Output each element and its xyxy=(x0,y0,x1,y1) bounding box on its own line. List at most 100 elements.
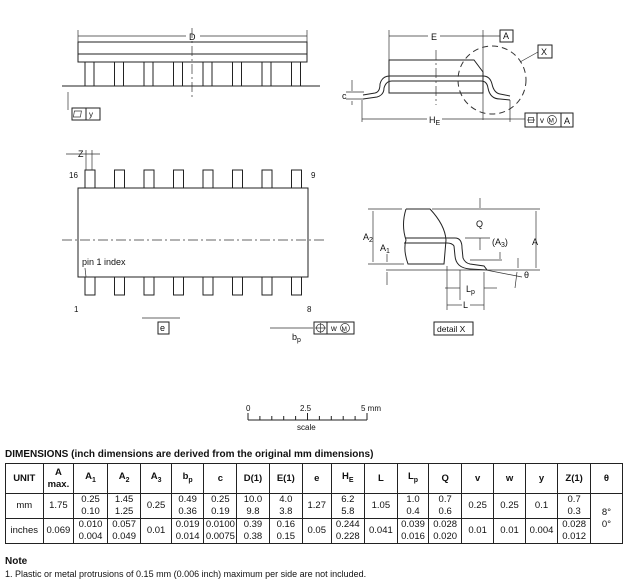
bottom-lead xyxy=(202,276,214,296)
side-lead xyxy=(291,61,301,87)
cell-value: 0.039 xyxy=(401,519,425,530)
dim-HE: HE xyxy=(429,115,441,127)
side-lead xyxy=(84,61,95,87)
cell-value: 0.010 xyxy=(78,519,103,530)
cell-value: 0.3 xyxy=(567,506,581,517)
cell-value: 0.4 xyxy=(406,506,420,517)
cell-value: 0.028 xyxy=(433,519,458,530)
cell-w: 0.25 xyxy=(493,493,526,519)
cell-value: 0.49 xyxy=(178,494,197,505)
top-lead xyxy=(232,169,243,189)
cell-v: 0.25 xyxy=(460,493,495,519)
cell-value: 4.0 xyxy=(279,494,293,505)
cell-value: 0.004 xyxy=(78,531,103,542)
cell-y: 0.004 xyxy=(524,518,559,544)
bottom-lead xyxy=(143,276,155,296)
cell-unit: inches xyxy=(5,518,44,544)
cell-A: 1.75 xyxy=(42,493,75,519)
column-header: e xyxy=(301,463,332,494)
top-lead xyxy=(261,169,273,189)
cell-value: 0.7 xyxy=(567,494,581,505)
cell-e: 0.05 xyxy=(301,518,332,544)
pin-1: 1 xyxy=(74,305,79,314)
top-lead xyxy=(291,169,302,189)
pin-16: 16 xyxy=(69,171,78,180)
cell-value: 0.38 xyxy=(243,531,263,542)
detail-x-label: detail X xyxy=(437,324,466,334)
scale-bar: 0 2.5 5 mm scale xyxy=(246,404,381,432)
column-header: v xyxy=(460,463,495,494)
cell-value: 0.10 xyxy=(81,506,100,517)
bottom-lead xyxy=(261,276,273,296)
cell-value: 0.016 xyxy=(401,531,425,542)
cell-value: 0.0100 xyxy=(205,519,235,530)
dimensions-title: DIMENSIONS (inch dimensions are derived … xyxy=(5,449,374,460)
column-header: UNIT xyxy=(5,463,44,494)
cell-value: 0.19 xyxy=(211,506,230,517)
column-header: c xyxy=(203,463,238,494)
top-lead xyxy=(114,169,125,189)
cell-A: 0.069 xyxy=(42,518,75,544)
side-lead xyxy=(232,61,242,87)
note-text: 1. Plastic or metal protrusions of 0.15 … xyxy=(5,569,367,579)
top-lead xyxy=(84,169,96,189)
end-view: E A X HE v M A c xyxy=(342,29,574,128)
flatness-y: y xyxy=(89,110,93,119)
cell-value: 0.15 xyxy=(276,531,296,542)
scale-label: scale xyxy=(297,423,316,432)
dim-Lp: Lp xyxy=(466,284,475,296)
top-lead xyxy=(143,169,155,189)
bottom-lead xyxy=(114,276,125,296)
cell-value: 0.014 xyxy=(175,531,200,542)
top-lead xyxy=(202,169,214,189)
dim-L: L xyxy=(463,300,468,310)
pin-9: 9 xyxy=(311,171,316,180)
pin-8: 8 xyxy=(307,305,312,314)
column-header: Z(1) xyxy=(557,463,591,494)
datum-A-box: A xyxy=(503,31,509,41)
column-header: A2 xyxy=(106,463,142,494)
cell-value: 0.049 xyxy=(112,531,136,542)
column-header: Q xyxy=(428,463,462,494)
column-header: E(1) xyxy=(268,463,303,494)
cell-unit: mm xyxy=(5,493,44,519)
cell-value: 1.0 xyxy=(406,494,420,505)
column-header: bp xyxy=(170,463,205,494)
column-header: D(1) xyxy=(236,463,270,494)
bottom-lead xyxy=(173,276,184,296)
dim-A2: A2 xyxy=(363,232,373,244)
cell-value: 0.019 xyxy=(175,519,200,530)
detail-x-view: A2 A1 Q (A3) A θ Lp L detail X xyxy=(363,198,540,336)
top-lead xyxy=(173,169,184,189)
dim-e: e xyxy=(160,323,165,333)
cell-value: 0.020 xyxy=(433,531,458,542)
tol-M: M xyxy=(342,326,347,333)
cell-L: 0.041 xyxy=(364,518,398,544)
cell-value: 0.012 xyxy=(562,531,587,542)
cell-value: 0.0075 xyxy=(205,531,235,542)
dim-A3: (A3) xyxy=(492,237,508,249)
dim-bp: bp xyxy=(292,332,301,344)
column-header: A3 xyxy=(140,463,172,494)
column-header: Lp xyxy=(396,463,430,494)
column-header: θ xyxy=(589,463,623,494)
column-header: L xyxy=(364,463,398,494)
side-view: D y xyxy=(62,28,320,121)
cell-A3: 0.01 xyxy=(140,518,172,544)
cell-value: 0.39 xyxy=(243,519,263,530)
cell-value: 1.45 xyxy=(114,494,134,505)
column-header: A1 xyxy=(73,463,108,494)
